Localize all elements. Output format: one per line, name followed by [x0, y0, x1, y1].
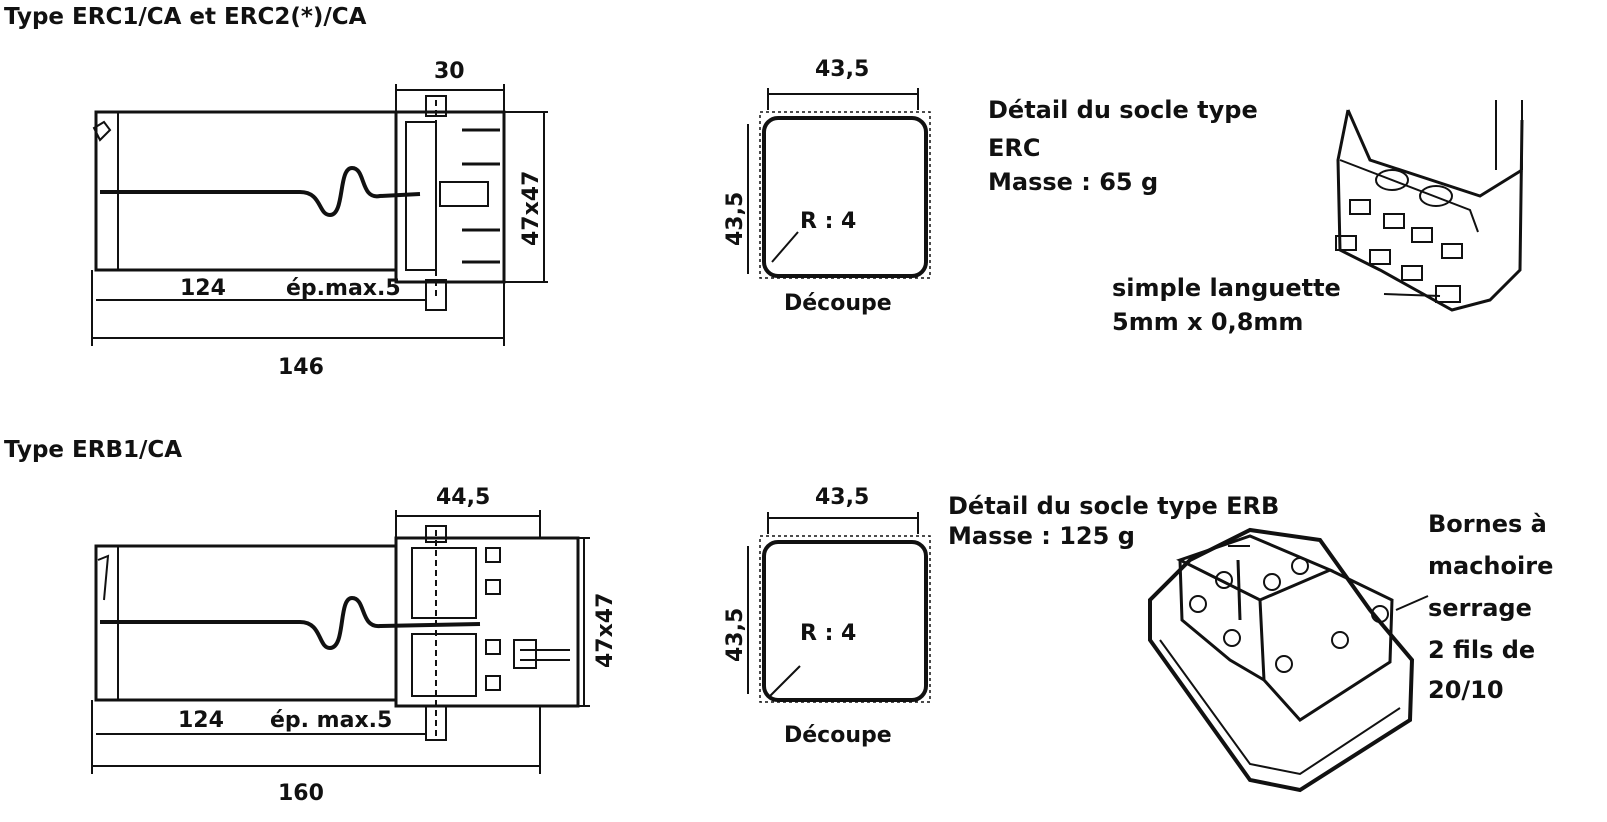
erb-socle-line-1: Détail du socle type ERB: [948, 492, 1279, 520]
erc-socket: [394, 110, 506, 284]
erc-terminal-line-2: 5mm x 0,8mm: [1112, 308, 1303, 336]
erb-socket: [394, 536, 580, 708]
erb-dim-size: 47x47: [593, 593, 618, 668]
erb-side-view: 44,5 47x47 124 ép. max.5 160: [91, 485, 618, 806]
erb-cutout-caption: Découpe: [784, 723, 892, 748]
erc-dim-width: 30: [434, 59, 465, 84]
erc-terminal-line-1: simple languette: [1112, 274, 1341, 302]
erb-terminal-line-1: Bornes à: [1428, 510, 1547, 538]
erc-cutout-width: 43,5: [815, 57, 869, 82]
erb-terminal-line-5: 20/10: [1428, 676, 1504, 704]
erc-socle-text: Détail du socle type ERC Masse : 65 g si…: [988, 96, 1341, 336]
erc-cutout-radius: R : 4: [800, 209, 856, 234]
erb-socle-text: Détail du socle type ERB Masse : 125 g B…: [948, 492, 1553, 704]
erc-dim-thickness: ép.max.5: [286, 276, 401, 301]
erb-terminal-line-3: serrage: [1428, 594, 1532, 622]
erc-cutout: 43,5 43,5 R : 4 Découpe: [723, 57, 931, 316]
erb-socle-illustration: [1148, 527, 1429, 793]
erb-cutout-height: 43,5: [723, 608, 748, 662]
erb-dim-thickness: ép. max.5: [270, 708, 392, 733]
erb-dim-total: 160: [278, 781, 324, 806]
erb-dim-body: 124: [178, 708, 224, 733]
erc-cutout-height: 43,5: [723, 192, 748, 246]
erc-socle-line-1: Détail du socle type: [988, 96, 1258, 124]
erc-side-view: 30 47x47 124 ép.max.5 146: [91, 59, 548, 380]
erc-dim-size: 47x47: [519, 171, 544, 246]
erb-dim-width: 44,5: [436, 485, 490, 510]
erc-socle-line-2: ERC: [988, 134, 1041, 162]
erc-dim-body: 124: [180, 276, 226, 301]
erb-terminal-line-4: 2 fils de: [1428, 636, 1535, 664]
section-title-erb: Type ERB1/CA: [4, 437, 183, 463]
erc-wire: [100, 165, 421, 218]
erb-cutout: 43,5 43,5 R : 4 Découpe: [723, 485, 931, 748]
erb-cutout-width: 43,5: [815, 485, 869, 510]
erc-cutout-square: [762, 116, 928, 278]
erb-cutout-radius: R : 4: [800, 621, 856, 646]
erb-socle-line-2: Masse : 125 g: [948, 522, 1135, 550]
erc-dim-total: 146: [278, 355, 324, 380]
erb-cutout-square: [762, 540, 928, 702]
erc-socle-line-3: Masse : 65 g: [988, 168, 1158, 196]
section-title-erc: Type ERC1/CA et ERC2(*)/CA: [4, 4, 367, 30]
erb-wire: [100, 595, 481, 651]
erc-cutout-caption: Découpe: [784, 291, 892, 316]
erb-terminal-line-2: machoire: [1428, 552, 1553, 580]
erc-socle-illustration: [1335, 100, 1524, 312]
